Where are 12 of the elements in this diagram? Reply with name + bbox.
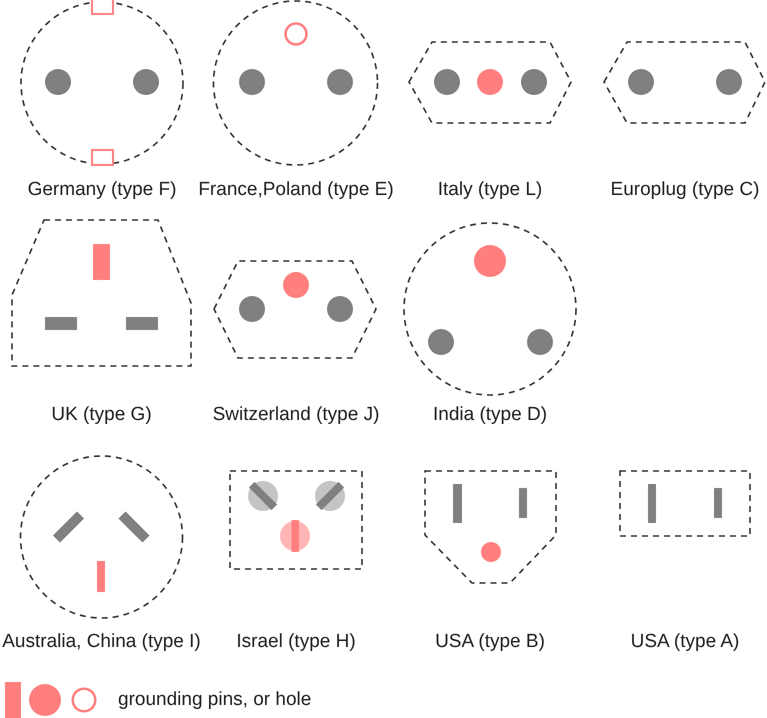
socket-caption: Switzerland (type J): [212, 404, 380, 426]
socket-caption: Germany (type F): [28, 179, 176, 201]
socket-caption: India (type D): [432, 404, 548, 426]
socket-caption: France,Poland (type E): [198, 179, 394, 201]
socket-caption: UK (type G): [51, 404, 152, 426]
socket-caption: Israel (type H): [236, 631, 356, 653]
socket-caption: USA (type A): [630, 631, 740, 653]
socket-caption: Australia, China (type I): [2, 631, 201, 653]
socket-caption: Italy (type L): [438, 179, 542, 201]
legend-text: grounding pins, or hole: [118, 689, 312, 711]
socket-caption: Europlug (type C): [610, 179, 760, 201]
socket-caption: USA (type B): [435, 631, 545, 653]
